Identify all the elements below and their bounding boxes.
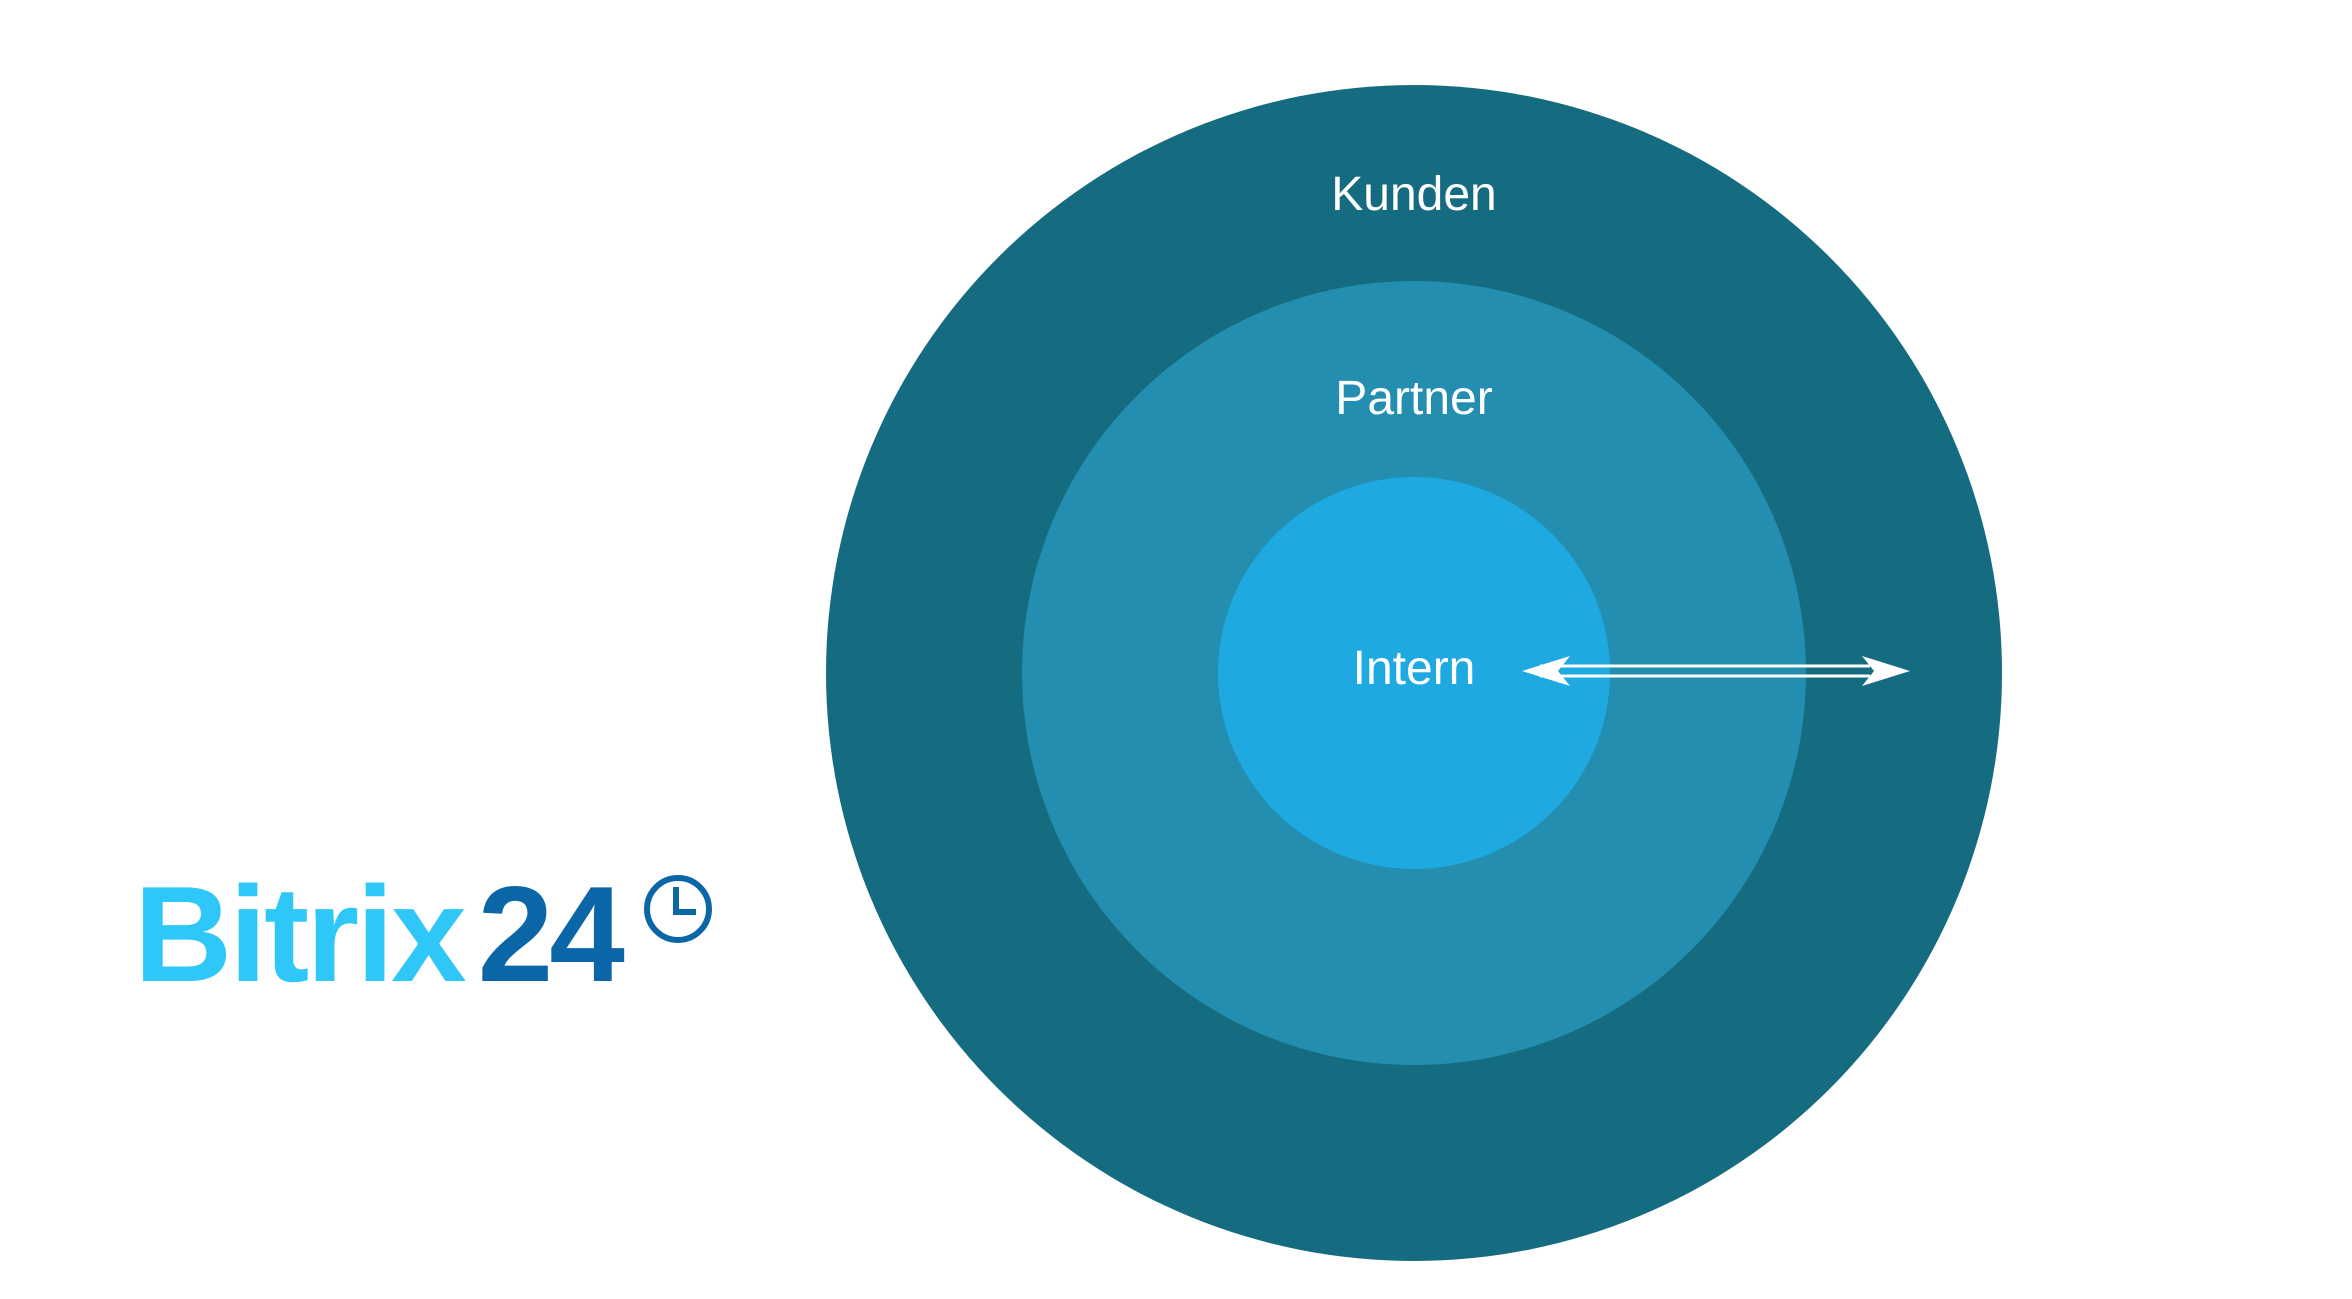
label-kunden: Kunden bbox=[1331, 168, 1497, 221]
ring-inner-intern bbox=[1218, 477, 1610, 869]
double-arrow-icon bbox=[1522, 656, 1910, 686]
label-intern: Intern bbox=[1353, 642, 1476, 695]
logo-number: 24 bbox=[477, 858, 625, 1010]
label-partner: Partner bbox=[1335, 372, 1492, 425]
clock-icon bbox=[643, 875, 712, 943]
bitrix24-logo: Bitrix 24 bbox=[134, 864, 715, 1004]
logo-word: Bitrix bbox=[134, 858, 467, 1010]
